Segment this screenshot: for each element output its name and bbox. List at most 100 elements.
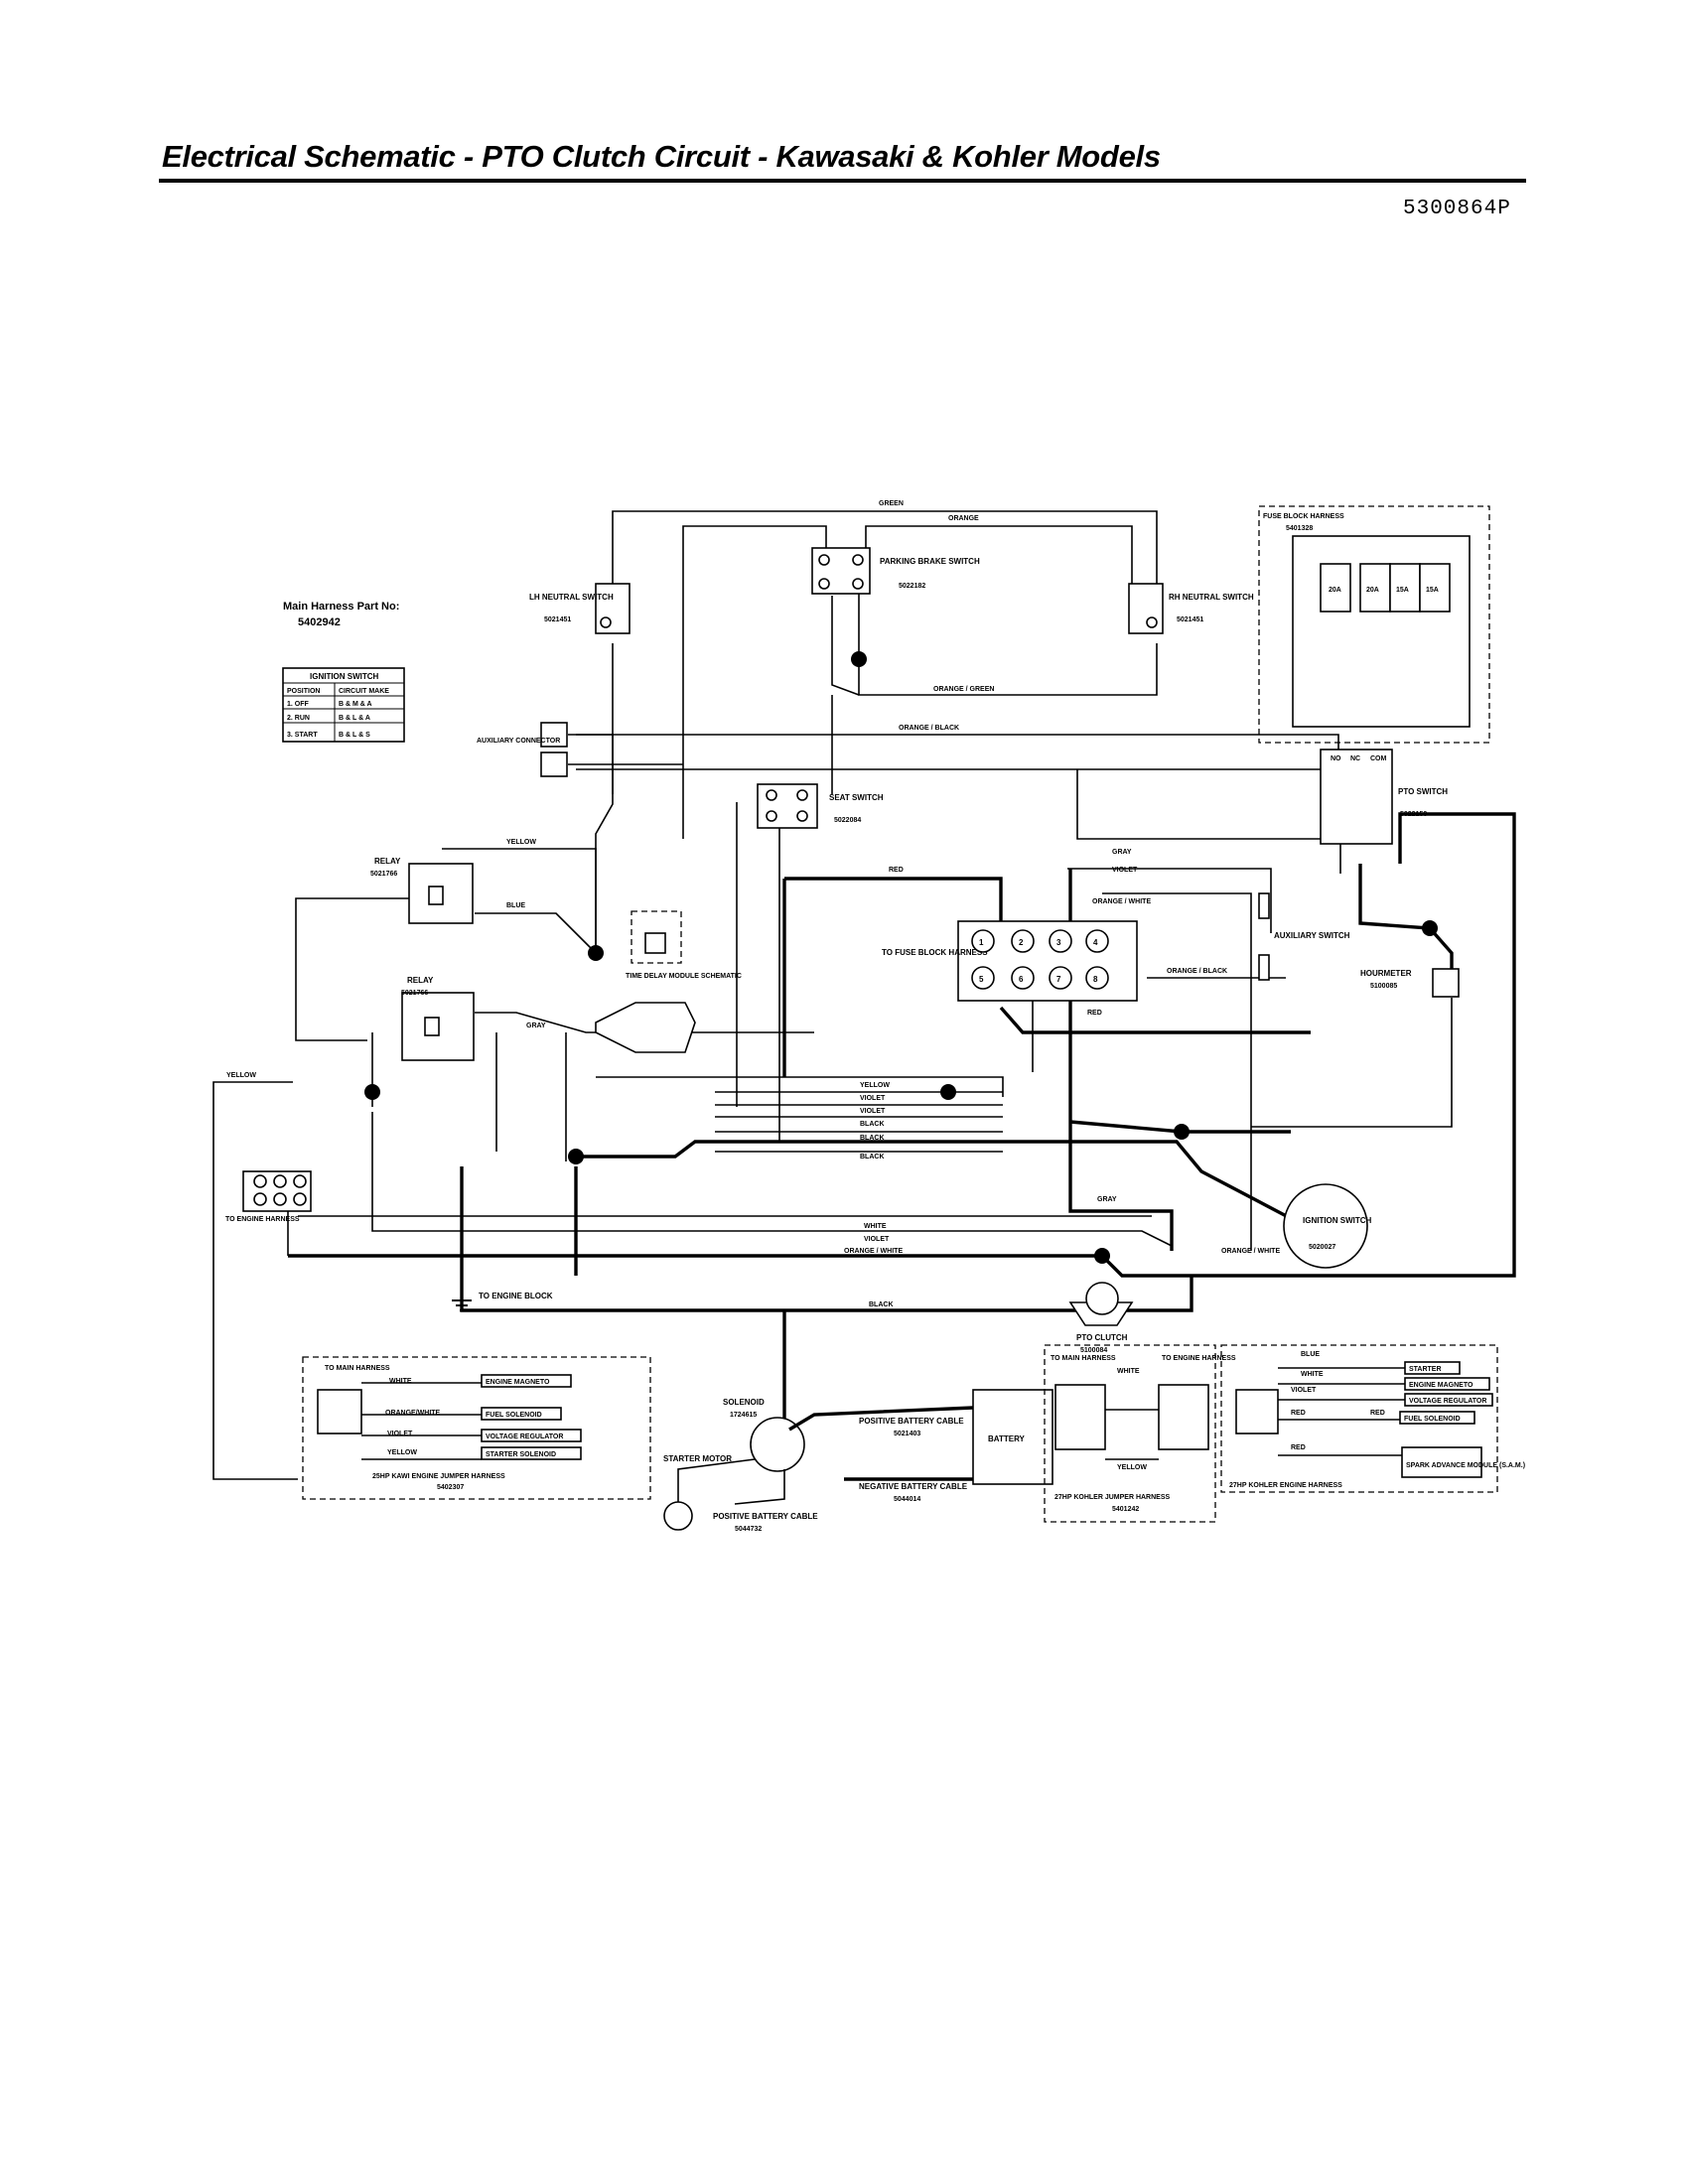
wire-label: YELLOW xyxy=(860,1082,890,1089)
time-delay-label: TIME DELAY MODULE SCHEMATIC xyxy=(626,973,742,980)
kohler-jumper-wire: YELLOW xyxy=(1117,1464,1147,1471)
kawi-harness-name: 25HP KAWI ENGINE JUMPER HARNESS xyxy=(372,1473,505,1480)
kawi-to-main-label: TO MAIN HARNESS xyxy=(325,1365,390,1372)
fuse-pin: 4 xyxy=(1093,938,1098,947)
pto-pin-label: NC xyxy=(1350,755,1360,762)
auxiliary-connector: AUXILIARY CONNECTOR xyxy=(477,722,568,777)
solenoid-part: 1724615 xyxy=(730,1412,757,1419)
wire-label: VIOLET xyxy=(860,1095,886,1102)
ignition-table-cell: 3. START xyxy=(287,732,318,739)
kohler-eng-wire: VIOLET xyxy=(1291,1387,1317,1394)
to-engine-harness-label: TO ENGINE HARNESS xyxy=(225,1216,300,1223)
kawi-target: VOLTAGE REGULATOR xyxy=(486,1433,563,1440)
fuse-block-conn-label: TO FUSE BLOCK HARNESS xyxy=(882,948,988,957)
fuse-pin: 3 xyxy=(1056,938,1061,947)
rh-neutral-label: RH NEUTRAL SWITCH xyxy=(1169,593,1254,602)
fuse-block-part: 5401328 xyxy=(1286,525,1313,532)
wire-label: ORANGE / BLACK xyxy=(899,725,959,732)
kohler-jumper-left: TO MAIN HARNESS xyxy=(1051,1355,1116,1362)
kohler-jumper-harness: TO MAIN HARNESS TO ENGINE HARNESS WHITE … xyxy=(1044,1344,1236,1523)
ignition-switch: IGNITION SWITCH 5020027 xyxy=(1283,1183,1372,1269)
solenoid-label: SOLENOID xyxy=(723,1398,765,1407)
rh-neutral-part: 5021451 xyxy=(1177,616,1203,623)
kohler-eng-target: FUEL SOLENOID xyxy=(1404,1416,1461,1423)
kawi-target: FUEL SOLENOID xyxy=(486,1412,542,1419)
lh-neutral-switch: LH NEUTRAL SWITCH 5021451 xyxy=(529,583,631,634)
engine-harness-connector: TO ENGINE HARNESS xyxy=(225,1170,312,1223)
engine-block-ground: TO ENGINE BLOCK xyxy=(452,1292,553,1311)
wire-labels: GREEN ORANGE ORANGE / GREEN ORANGE / BLA… xyxy=(226,500,1280,1308)
fuse-pin: 2 xyxy=(1019,938,1024,947)
relay-1-label: RELAY xyxy=(374,857,401,866)
kawi-wire: VIOLET xyxy=(387,1431,413,1437)
pos-cable-top-label: POSITIVE BATTERY CABLE xyxy=(859,1417,964,1426)
kawasaki-jumper-harness: TO MAIN HARNESS WHITE ORANGE/WHITE VIOLE… xyxy=(302,1356,651,1500)
wires-top xyxy=(568,510,1341,953)
kohler-jumper-name: 27HP KOHLER JUMPER HARNESS xyxy=(1054,1494,1171,1501)
wire-label: RED xyxy=(1087,1010,1102,1017)
ignition-table: IGNITION SWITCH POSITION CIRCUIT MAKE 1.… xyxy=(282,667,405,743)
kawi-target: STARTER SOLENOID xyxy=(486,1451,556,1458)
ignition-table-cell: B & M & A xyxy=(339,701,372,708)
wire-label: VIOLET xyxy=(864,1236,890,1243)
pos-cable-top-part: 5021403 xyxy=(894,1431,920,1437)
pto-clutch-label: PTO CLUTCH xyxy=(1076,1333,1128,1342)
kawi-wire: YELLOW xyxy=(387,1449,417,1456)
title-rule xyxy=(159,179,1526,183)
relay-1: RELAY 5021766 xyxy=(370,857,474,924)
kohler-eng-wire: RED xyxy=(1370,1410,1385,1417)
wire-label: ORANGE / WHITE xyxy=(844,1248,903,1255)
ignition-table-title: IGNITION SWITCH xyxy=(310,672,379,681)
pto-pin-label: COM xyxy=(1370,755,1387,762)
lh-neutral-part: 5021451 xyxy=(544,616,571,623)
pto-switch-label: PTO SWITCH xyxy=(1398,787,1448,796)
neg-cable-label: NEGATIVE BATTERY CABLE xyxy=(859,1482,968,1491)
fuse-rating: 20A xyxy=(1366,587,1379,594)
starting-circuit: SOLENOID 1724615 STARTER MOTOR BATTERY P… xyxy=(663,1389,1053,1533)
wire-label: ORANGE / WHITE xyxy=(1092,898,1151,905)
wire-label: YELLOW xyxy=(506,839,536,846)
ignition-switch-part: 5020027 xyxy=(1309,1244,1335,1251)
pto-switch-part: 5022150 xyxy=(1400,811,1427,818)
relay-2-label: RELAY xyxy=(407,976,434,985)
wire-label: GRAY xyxy=(526,1023,546,1029)
wire-label: GRAY xyxy=(1112,849,1132,856)
wire-label: VIOLET xyxy=(1112,867,1138,874)
junction-dots xyxy=(364,651,1438,1264)
hourmeter: HOURMETER 5100085 xyxy=(1360,968,1460,998)
wire-label: ORANGE / BLACK xyxy=(1167,968,1227,975)
fuse-pin: 7 xyxy=(1056,975,1061,984)
wire-label: ORANGE / GREEN xyxy=(933,686,994,693)
ignition-switch-label: IGNITION SWITCH xyxy=(1303,1216,1372,1225)
fuse-rating: 15A xyxy=(1426,587,1439,594)
relay-2: RELAY 5021766 xyxy=(401,976,475,1061)
wire-label: BLACK xyxy=(860,1154,885,1160)
fuse-block-label: FUSE BLOCK HARNESS xyxy=(1263,513,1344,520)
aux-connector-label: AUXILIARY CONNECTOR xyxy=(477,738,560,745)
to-engine-block-label: TO ENGINE BLOCK xyxy=(479,1292,553,1300)
ignition-table-header: POSITION xyxy=(287,688,320,695)
kohler-eng-target: VOLTAGE REGULATOR xyxy=(1409,1398,1486,1405)
parking-brake-switch: PARKING BRAKE SWITCH 5022182 xyxy=(811,547,980,595)
wire-label: VIOLET xyxy=(860,1108,886,1115)
kohler-eng-wire: WHITE xyxy=(1301,1371,1324,1378)
kohler-engine-harness: BLUE WHITE VIOLET RED RED RED STARTER EN… xyxy=(1220,1344,1525,1493)
wire-label: BLACK xyxy=(860,1121,885,1128)
lh-neutral-label: LH NEUTRAL SWITCH xyxy=(529,593,614,602)
ignition-table-cell: B & L & S xyxy=(339,732,370,739)
pos-cable-bottom-part: 5044732 xyxy=(735,1526,762,1533)
wire-label: WHITE xyxy=(864,1223,887,1230)
fuse-pin: 8 xyxy=(1093,975,1098,984)
hourmeter-label: HOURMETER xyxy=(1360,969,1412,978)
hourmeter-part: 5100085 xyxy=(1370,983,1397,990)
fuse-rating: 15A xyxy=(1396,587,1409,594)
fuse-block-connector: TO FUSE BLOCK HARNESS 1 2 3 4 5 6 7 8 xyxy=(882,920,1138,1002)
kohler-eng-target: SPARK ADVANCE MODULE (S.A.M.) xyxy=(1406,1462,1525,1469)
seat-switch-part: 5022084 xyxy=(834,817,861,824)
wire-label: YELLOW xyxy=(226,1072,256,1079)
relay-1-part: 5021766 xyxy=(370,871,397,878)
main-harness-part: 5402942 xyxy=(298,616,341,628)
seat-switch-label: SEAT SWITCH xyxy=(829,793,884,802)
wire-label: BLACK xyxy=(860,1135,885,1142)
